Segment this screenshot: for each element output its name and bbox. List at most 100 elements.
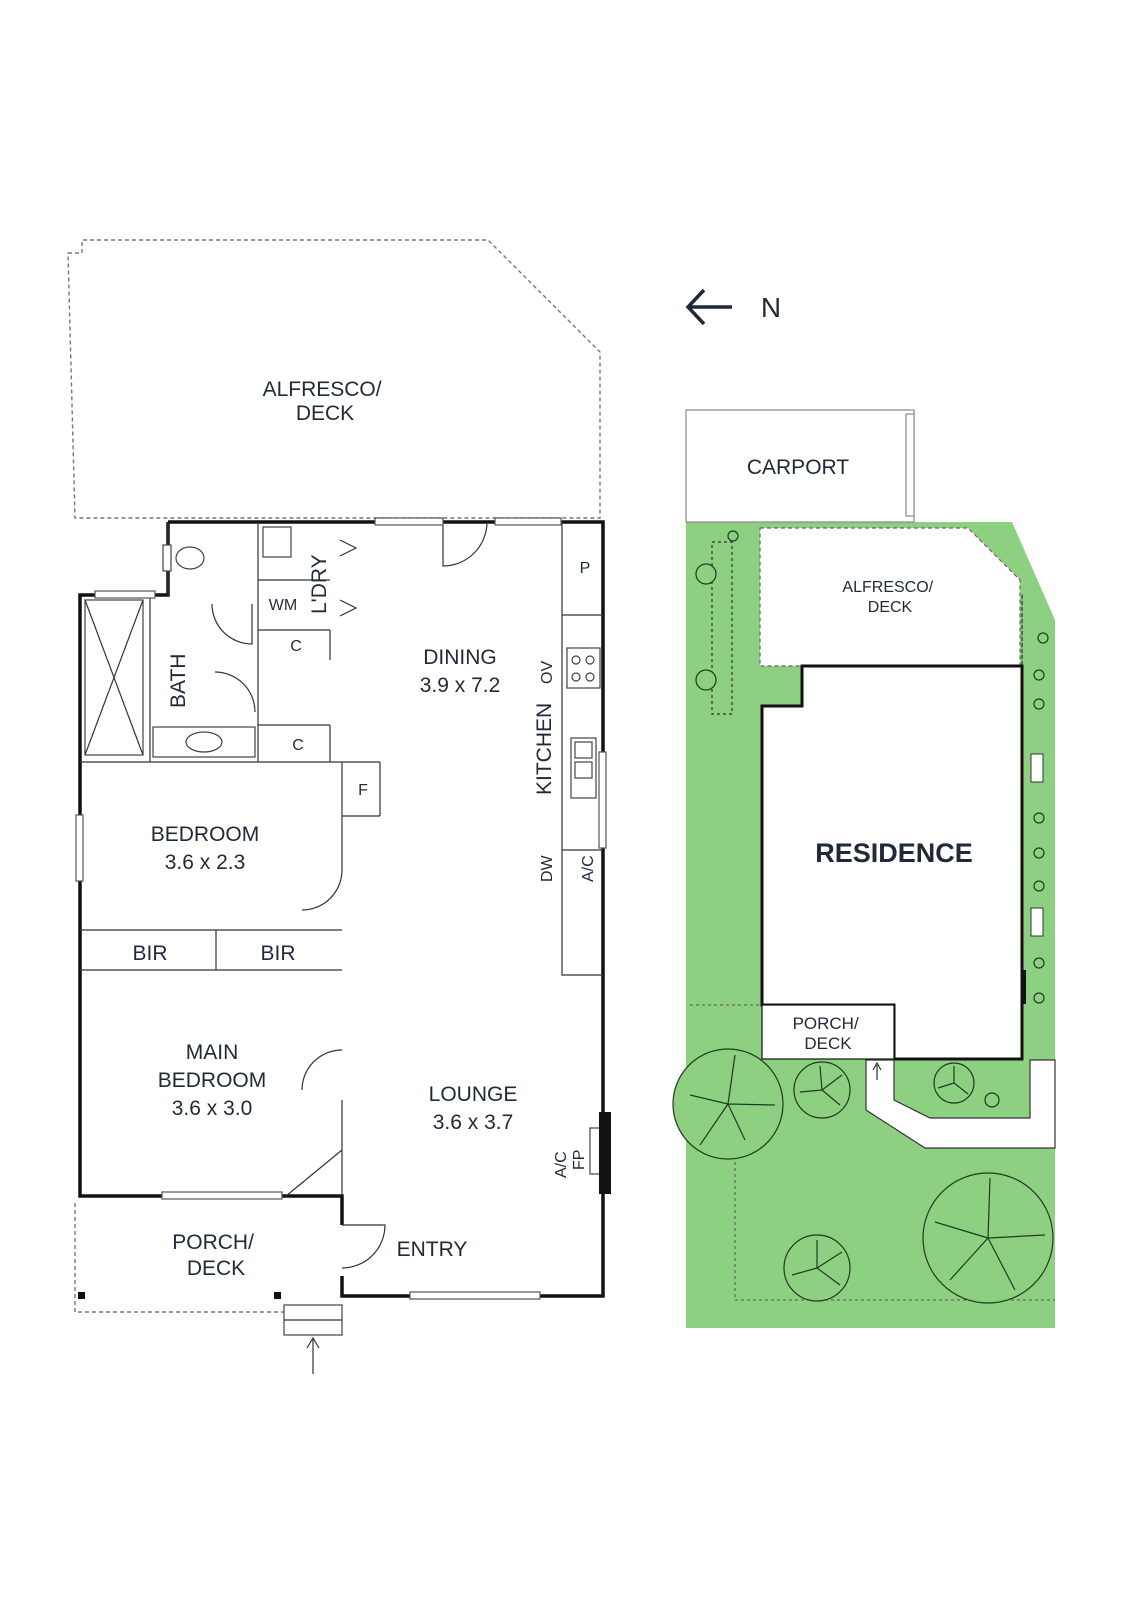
carport-post-strip [905,413,915,517]
site-porch-deck-label: PORCH/ DECK [793,1014,864,1053]
trees [672,1048,1054,1304]
cooktop-burner-3 [571,672,581,682]
entry-label: ENTRY [397,1238,468,1261]
carport [685,409,915,523]
shrub-icon [1033,698,1045,710]
site-porch-deck-label-line2: DECK [804,1034,852,1053]
shrub-icon [1037,632,1049,644]
porch-deck-outline [74,1203,342,1313]
alfresco-deck-label: ALFRESCO/ DECK [263,378,388,425]
kitchen-air-con-label: A/C [580,855,597,882]
lounge-label: LOUNGE [429,1083,518,1106]
residence-label: RESIDENCE [815,838,973,868]
dining-door [442,521,488,567]
alfresco-deck-label-line1: ALFRESCO/ [263,378,382,401]
main-bedroom-door [301,1049,343,1091]
site-plan: CARPORT ALFRESCO/ DECK RESIDENCE PORCH/ … [672,409,1056,1328]
oven-label: OV [539,661,556,684]
porch-deck-label: PORCH/ DECK [172,1231,260,1280]
window-lounge [409,1291,541,1300]
toilet-cistern [162,544,172,572]
shrub-icon [1033,669,1045,681]
sink-bowl-2 [574,761,593,779]
shrub-icon [1033,992,1045,1004]
washing-machine-label: WM [269,597,297,614]
porch-deck-label-line2: DECK [187,1257,245,1280]
main-bedroom-dimensions: 3.6 x 3.0 [172,1097,253,1120]
window-bedroom [75,814,84,882]
front-door [341,1224,386,1269]
utility-box [1030,907,1044,937]
bedroom-label: BEDROOM [151,823,260,846]
pantry-label: P [580,560,591,577]
laundry-label: L'DRY [308,554,331,614]
tree-branches [689,1054,776,1146]
fireplace [599,1112,611,1194]
laundry-bifold-door [339,539,358,617]
side-path [711,541,733,715]
north-indicator: N [685,288,781,326]
bath-label: BATH [167,654,190,708]
site-alfresco-deck-label: ALFRESCO/ DECK [842,579,937,616]
cupboard-2-label: C [292,737,304,754]
floor-plan: ALFRESCO/ DECK BATH WM L'DRY C C P OV [67,239,611,1374]
porch-post-1 [78,1292,85,1299]
window-alfresco-1 [374,517,444,526]
robe-corner [285,1149,343,1197]
cooktop-burner-4 [585,672,595,682]
sink-bowl-1 [574,741,593,759]
bir-2-label: BIR [260,942,295,965]
dishwasher-label: DW [539,854,556,882]
alfresco-deck-label-line2: DECK [296,402,354,425]
shower-cross [84,599,144,756]
shrub-icon [1033,812,1045,824]
tree-branches [937,1066,969,1095]
shrub-icon [695,669,717,691]
fireplace-label: FP [571,1150,588,1170]
shrub-icon [1033,847,1045,859]
meter-box [1022,970,1026,1004]
shrub-icon [727,530,739,542]
cooktop-burner-1 [571,655,581,665]
bedroom-door [301,869,343,911]
dining-label: DINING [423,646,497,669]
shrubs [695,530,1049,1108]
shrub-icon [1033,880,1045,892]
arrow-left-icon [685,288,732,326]
kitchen-label: KITCHEN [533,703,556,795]
fireplace-hearth [589,1127,601,1175]
shrub-icon [695,563,717,585]
alfresco-deck-outline [67,239,601,519]
window-main-bedroom [161,1191,283,1200]
window-kitchen [598,751,607,849]
entry-arrow-icon [306,1336,320,1374]
hall-bath-door [214,671,256,713]
north-label: N [761,292,781,323]
site-alfresco-deck-label-line2: DECK [868,599,913,616]
tree-branches [799,1065,843,1106]
site-alfresco-deck [759,527,1021,667]
bir-1-label: BIR [132,942,167,965]
toilet-bowl [175,546,205,570]
porch-post-2 [274,1292,281,1299]
bath-door [211,603,253,645]
cooktop-burner-2 [585,655,595,665]
front-path [865,1059,1056,1149]
basin [185,731,223,753]
carport-label: CARPORT [747,456,849,479]
utility-box [1030,753,1044,783]
site-porch-deck [761,1004,895,1060]
shrub-icon [984,1092,1000,1108]
dining-dimensions: 3.9 x 7.2 [420,674,501,697]
shrub-icon [1033,957,1045,969]
tree-branches [934,1177,1046,1291]
cupboard-1-label: C [290,638,302,655]
cooktop [566,647,601,689]
laundry-trough [262,526,292,558]
main-bedroom-label-line2: BEDROOM [158,1069,267,1092]
window-bath [94,590,156,599]
fridge-label: F [358,782,368,799]
porch-deck-label-line1: PORCH/ [172,1231,254,1254]
site-porch-deck-label-line1: PORCH/ [793,1014,859,1033]
